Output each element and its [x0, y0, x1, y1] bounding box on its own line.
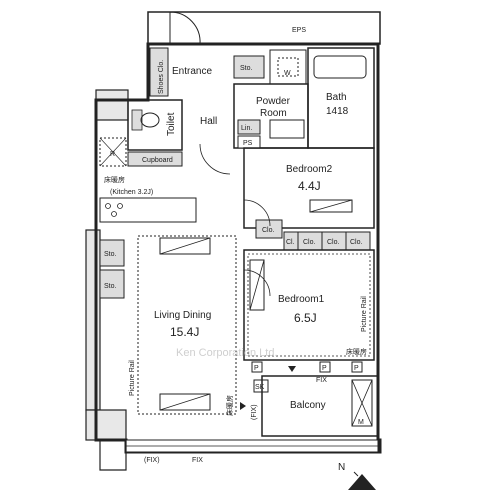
- living-dining-area: [137, 235, 237, 415]
- entrance-label: Entrance: [172, 66, 212, 77]
- stove-burner-1-icon: [105, 203, 111, 209]
- living-floor-vent-bottom: [159, 393, 211, 411]
- sk-box: [253, 379, 269, 393]
- toilet-bowl-icon: [140, 112, 160, 128]
- sto2-label: Sto.: [104, 283, 117, 290]
- living-storage-2: [99, 269, 125, 299]
- r-label: R: [110, 151, 115, 158]
- bedroom2-label: Bedroom2: [286, 164, 333, 175]
- bedroom2-door-icon: [243, 199, 271, 227]
- p-marker-3: [351, 361, 363, 373]
- p-marker-2: [319, 361, 331, 373]
- p1-label: P: [254, 365, 259, 372]
- kitchen-floor-heating-label: 床暖房: [104, 175, 125, 184]
- left-wall-column: [85, 229, 101, 411]
- cupboard: [127, 151, 183, 167]
- hall-door-icon: [199, 143, 231, 175]
- toilet-label: Toilet: [166, 112, 177, 136]
- north-compass-icon: [348, 471, 376, 490]
- clo1-label: Clo.: [303, 239, 316, 246]
- powder-room-label-2: Room: [260, 108, 287, 119]
- left-bottom-column: [85, 409, 127, 441]
- p3-label: P: [354, 365, 359, 372]
- living-dining-label: Living Dining: [154, 310, 211, 321]
- living-storage-1: [99, 239, 125, 267]
- north-label: N: [338, 462, 345, 473]
- bedroom2: [243, 147, 375, 229]
- bedroom1-dashed-rail: [247, 253, 371, 357]
- washer-icon: [277, 57, 299, 77]
- left-wall-upper: [95, 89, 129, 121]
- fix-b1-label: FIX: [316, 377, 327, 384]
- sk-label: SK: [255, 384, 265, 391]
- p2-label: P: [322, 365, 327, 372]
- entrance-storage: [233, 55, 265, 79]
- fix-living-label: (FIX): [251, 404, 258, 420]
- bedroom1-label: Bedroom1: [278, 294, 325, 305]
- sto-entrance-label: Sto.: [240, 65, 253, 72]
- picture-rail-right-label: Picture Rail: [361, 296, 368, 332]
- vanity-icon: [269, 119, 305, 139]
- balcony-label: Balcony: [290, 400, 326, 411]
- entrance-door-icon: [169, 11, 201, 45]
- linen-closet: [237, 119, 261, 135]
- balcony: [261, 375, 379, 437]
- fix-bottom-mid-label: FIX: [192, 457, 203, 464]
- m-label: M: [358, 419, 364, 426]
- toilet-tank-icon: [131, 109, 143, 131]
- bedroom1: [243, 249, 375, 361]
- stove-burner-2-icon: [117, 203, 123, 209]
- powder-room-label-1: Powder: [256, 96, 291, 107]
- clo-b2-label: Clo.: [262, 227, 275, 234]
- bedroom2-vent: [309, 199, 353, 213]
- hall-label: Hall: [200, 116, 217, 127]
- eps-label: EPS: [292, 27, 306, 34]
- toilet-room: [127, 99, 183, 151]
- living-floor-vent-top: [159, 237, 211, 255]
- lin-label: Lin.: [241, 125, 252, 132]
- watermark-text: Ken Corporation Ltd.: [176, 347, 278, 359]
- fix-bottom-left-label: (FIX): [144, 457, 160, 464]
- ps-label: PS: [243, 140, 253, 147]
- cl-label: Cl.: [286, 239, 295, 246]
- shoes-closet: [149, 47, 169, 97]
- window-arrow-icon: [288, 366, 296, 372]
- bathtub-icon: [313, 55, 367, 79]
- bath-label: Bath: [326, 92, 347, 103]
- p-marker-1: [251, 361, 263, 373]
- clo2-label: Clo.: [327, 239, 340, 246]
- cupboard-label: Cupboard: [142, 157, 173, 164]
- living-arrow-icon: [240, 402, 246, 410]
- kitchen-counter: [99, 197, 197, 223]
- living-size-label: 15.4J: [170, 325, 199, 339]
- eps-area: [147, 11, 381, 45]
- kitchen-label: (Kitchen 3.2J): [110, 189, 153, 196]
- bath-size-label: 1418: [326, 106, 349, 117]
- bedroom1-floor-heating-label: 床暖房: [346, 347, 367, 356]
- picture-rail-left-label: Picture Rail: [129, 360, 136, 396]
- clo3-label: Clo.: [350, 239, 363, 246]
- bedroom1-size-label: 6.5J: [294, 311, 317, 325]
- bottom-left-corner: [99, 439, 127, 471]
- bedroom1-door-icon: [243, 269, 271, 297]
- shoes-clo-label: Shoes Clo.: [158, 60, 165, 94]
- living-floor-heating-label: 床暖房: [225, 395, 234, 416]
- w-label: W: [284, 70, 291, 77]
- bedroom2-size-label: 4.4J: [298, 179, 321, 193]
- bedroom1-vent: [249, 259, 265, 311]
- sto1-label: Sto.: [104, 251, 117, 258]
- stove-burner-3-icon: [111, 211, 117, 217]
